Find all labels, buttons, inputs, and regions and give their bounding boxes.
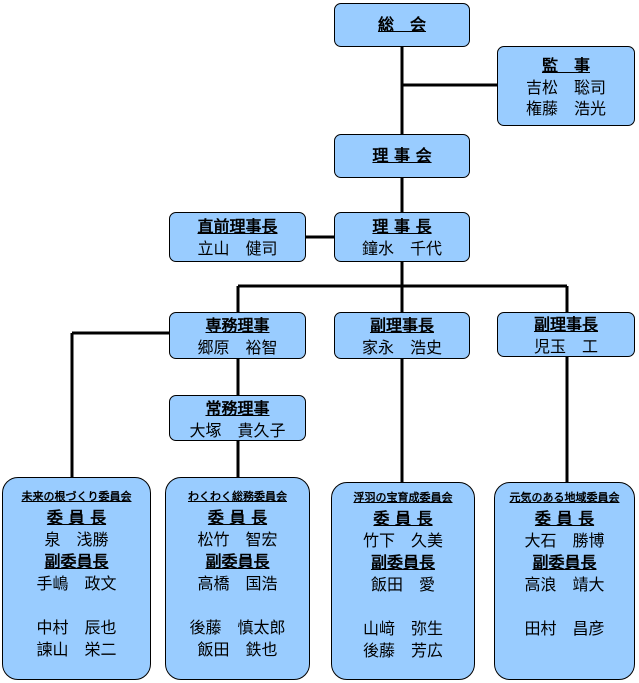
executive-director-title: 専務理事 [205, 316, 270, 335]
committee-chair-label: 委 員 長 [373, 509, 433, 528]
chairman-title: 理 事 長 [372, 217, 432, 236]
auditor-name: 吉松 聡司 [525, 78, 606, 97]
committee-vice: 手嶋 政文 [36, 574, 117, 593]
vice-chairman-name: 児玉 工 [533, 337, 598, 356]
general-assembly-title: 総 会 [377, 15, 426, 34]
committee-name: 元気のある地域委員会 [509, 491, 620, 504]
vice-chairman-name: 家永 浩史 [361, 338, 442, 357]
committee-vice-label: 副委員長 [532, 553, 597, 572]
auditors-box: 監 事 吉松 聡司 権藤 浩光 [497, 46, 635, 126]
board-title: 理 事 会 [372, 146, 432, 165]
chairman-name: 鐘水 千代 [361, 239, 442, 258]
committee-name: わくわく総務委員会 [188, 490, 287, 503]
managing-director-name: 大塚 貴久子 [189, 421, 286, 440]
committee-chair: 竹下 久美 [362, 531, 443, 550]
committee-box: 未来の根づくり委員会 委 員 長 泉 浅勝 副委員長 手嶋 政文 中村 辰也 諫… [2, 477, 151, 680]
committee-vice: 飯田 愛 [370, 575, 435, 594]
committee-member: 諫山 栄二 [36, 640, 117, 659]
committee-member: 飯田 鉄也 [197, 640, 278, 659]
vice-chairman-box: 副理事長 児玉 工 [497, 312, 635, 357]
vice-chairman-box: 副理事長 家永 浩史 [334, 312, 470, 359]
committee-member: 後藤 芳広 [362, 641, 443, 660]
committee-chair-label: 委 員 長 [46, 508, 107, 527]
auditor-name: 権藤 浩光 [525, 99, 606, 118]
committee-name: 未来の根づくり委員会 [21, 490, 132, 503]
board-box: 理 事 会 [334, 134, 470, 178]
managing-director-box: 常務理事 大塚 貴久子 [169, 395, 306, 441]
committee-chair: 泉 浅勝 [44, 530, 109, 549]
committee-vice-label: 副委員長 [44, 552, 109, 571]
committee-vice-label: 副委員長 [205, 552, 270, 571]
vice-chairman-title: 副理事長 [533, 315, 598, 334]
executive-director-name: 郷原 裕智 [197, 338, 278, 357]
auditors-title: 監 事 [541, 56, 590, 75]
general-assembly-box: 総 会 [334, 3, 470, 47]
chairman-box: 理 事 長 鐘水 千代 [334, 212, 470, 262]
former-chairman-name: 立山 健司 [197, 239, 278, 258]
committee-name: 浮羽の宝育成委員会 [353, 491, 453, 504]
committee-vice-label: 副委員長 [370, 553, 435, 572]
committee-vice: 高浪 靖大 [524, 575, 605, 594]
committee-member: 田村 昌彦 [524, 619, 605, 638]
vice-chairman-title: 副理事長 [369, 316, 434, 335]
committee-vice: 高橋 国浩 [197, 574, 278, 593]
committee-box: 浮羽の宝育成委員会 委 員 長 竹下 久美 副委員長 飯田 愛 山﨑 弥生 後藤… [331, 482, 475, 680]
managing-director-title: 常務理事 [205, 399, 270, 418]
committee-member: 山﨑 弥生 [362, 619, 443, 638]
executive-director-box: 専務理事 郷原 裕智 [169, 312, 306, 359]
committee-member: 後藤 慎太郎 [189, 618, 286, 637]
committee-chair-label: 委 員 長 [207, 508, 268, 527]
committee-box: 元気のある地域委員会 委 員 長 大石 勝博 副委員長 高浪 靖大 田村 昌彦 [494, 482, 635, 680]
committee-chair: 大石 勝博 [524, 531, 605, 550]
former-chairman-title: 直前理事長 [197, 217, 278, 236]
committee-member: 中村 辰也 [36, 618, 117, 637]
committee-chair-label: 委 員 長 [534, 509, 595, 528]
committee-chair: 松竹 智宏 [197, 530, 278, 549]
former-chairman-box: 直前理事長 立山 健司 [169, 212, 306, 262]
committee-box: わくわく総務委員会 委 員 長 松竹 智宏 副委員長 高橋 国浩 後藤 慎太郎 … [165, 477, 310, 680]
